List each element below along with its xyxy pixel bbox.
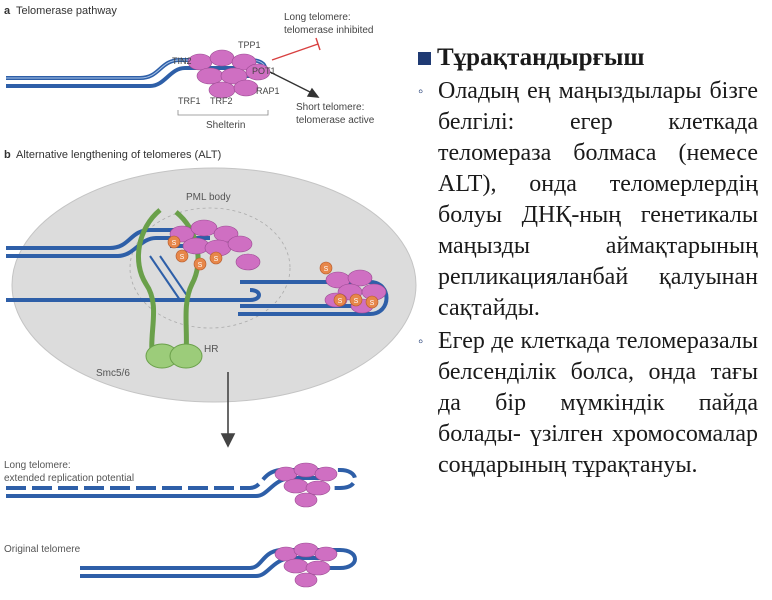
strand-invasion	[149, 255, 191, 301]
label-smc5-6: Smc5/6	[96, 368, 130, 379]
slide-heading: Тұрақтандырғыш	[418, 44, 766, 72]
sumo-label: S	[198, 262, 203, 269]
panel-b-title: Alternative lengthening of telomeres (AL…	[16, 149, 221, 161]
label-long-inhibited-2: telomerase inhibited	[284, 25, 374, 36]
sumo-label: S	[354, 298, 359, 305]
sumo-labels: S S S S S S S S	[172, 240, 375, 307]
bullet-point-1: ◦ Оладың ең маңыздылары бізге белгілі: е…	[418, 76, 766, 324]
pml-body	[129, 207, 291, 329]
label-original-telomere: Original telomere	[4, 544, 81, 555]
down-arrow	[220, 372, 236, 448]
circle-bullet-icon: ◦	[418, 334, 424, 350]
label-tin2: TIN2	[172, 56, 192, 66]
sumo-label: S	[214, 256, 219, 263]
bullet-point-2: ◦ Егер де клеткада теломеразалы белсенді…	[418, 326, 766, 481]
bullet-text-1: Оладың ең маңыздылары бізге белгілі: еге…	[438, 78, 758, 321]
label-pot1: POT1	[252, 66, 276, 76]
bullet-text-2: Егер де клеткада теломеразалы белсенділі…	[438, 328, 758, 478]
telomere-figure: a Telomerase pathway TIN2 TPP1 POT1 RAP1…	[4, 5, 417, 588]
sumo-marks	[167, 235, 379, 309]
inhibit-arrow	[271, 37, 321, 61]
nucleus	[11, 167, 417, 403]
shelterin-original	[274, 542, 338, 588]
panel-b-letter: b	[4, 149, 11, 161]
square-bullet-icon	[418, 51, 431, 65]
label-short-active-1: Short telomere:	[296, 102, 364, 113]
label-trf2: TRF2	[210, 96, 233, 106]
shelterin-bracket	[177, 110, 269, 116]
label-pml-body: PML body	[186, 192, 231, 203]
shelterin-complex	[187, 49, 271, 99]
label-long-inhibited-1: Long telomere:	[284, 12, 351, 23]
label-trf1: TRF1	[178, 96, 201, 106]
sumo-label: S	[338, 298, 343, 305]
active-arrow	[269, 71, 320, 98]
sumo-label: S	[180, 254, 185, 261]
sumo-label: S	[370, 300, 375, 307]
panel-a-letter: a	[4, 5, 11, 17]
sumo-label: S	[172, 240, 177, 247]
heading-text: Тұрақтандырғыш	[437, 44, 645, 71]
slide-text-block: Тұрақтандырғыш ◦ Оладың ең маңыздылары б…	[418, 44, 766, 481]
shelterin-b-upper	[169, 219, 261, 271]
panel-a-title: Telomerase pathway	[16, 5, 117, 17]
label-rap1: RAP1	[256, 86, 280, 96]
label-hr: HR	[204, 344, 218, 355]
label-tpp1: TPP1	[238, 40, 261, 50]
sumo-label: S	[324, 266, 329, 273]
label-shelterin: Shelterin	[206, 120, 245, 131]
label-long-telomere-1: Long telomere:	[4, 460, 71, 471]
circle-bullet-icon: ◦	[418, 84, 424, 100]
label-long-telomere-2: extended replication potential	[4, 473, 134, 484]
label-short-active-2: telomerase active	[296, 115, 375, 126]
shelterin-long	[274, 462, 338, 508]
